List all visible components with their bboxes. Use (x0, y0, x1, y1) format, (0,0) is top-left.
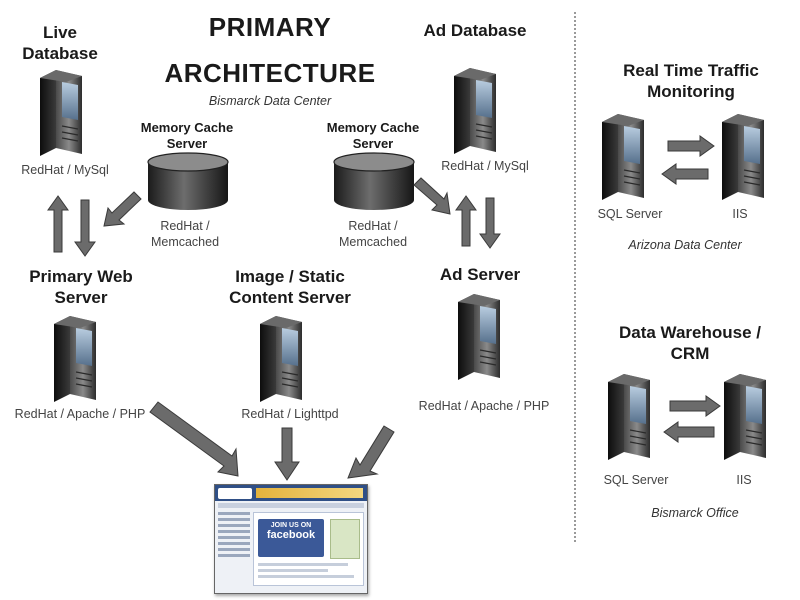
ad-server-heading: Ad Server (439, 265, 521, 284)
website-screenshot: JOIN US ON facebook (214, 484, 368, 594)
ad-server-os: RedHat / Apache / PHP (418, 399, 550, 413)
image-server-os: RedHat / Lighttpd (241, 407, 339, 421)
web-server-os: RedHat / Apache / PHP (14, 407, 146, 421)
image-server-heading: Image / Static Content Server (229, 267, 351, 307)
warehouse-sql-label: SQL Server (603, 473, 669, 487)
section-divider (574, 12, 576, 542)
traffic-location: Arizona Data Center (628, 238, 742, 252)
cache-right-heading: Memory Cache Server (326, 120, 420, 151)
site-logo (218, 487, 252, 499)
warehouse-iis-label: IIS (736, 473, 752, 487)
traffic-sql-label: SQL Server (597, 207, 663, 221)
ad-db-heading: Ad Database (423, 21, 527, 40)
diagram-title-line1: PRIMARY (208, 12, 332, 42)
cache-right-os: RedHat / Memcached (338, 219, 408, 249)
warehouse-heading: Data Warehouse / CRM (618, 323, 762, 363)
web-server-heading: Primary Web Server (29, 267, 133, 307)
live-db-heading: Live Database (22, 23, 98, 63)
traffic-iis-label: IIS (732, 207, 748, 221)
ad-db-os: RedHat / MySql (441, 159, 529, 173)
site-ad-graphic (330, 519, 360, 559)
live-db-os: RedHat / MySql (21, 163, 109, 177)
site-banner (256, 488, 363, 498)
cache-left-heading: Memory Cache Server (140, 120, 234, 151)
warehouse-location: Bismarck Office (651, 506, 739, 520)
traffic-heading: Real Time Traffic Monitoring (623, 61, 759, 101)
primary-location: Bismarck Data Center (208, 94, 332, 108)
diagram-title-line2: ARCHITECTURE (164, 58, 376, 88)
facebook-promo-graphic: JOIN US ON facebook (258, 519, 324, 557)
cache-left-os: RedHat / Memcached (150, 219, 220, 249)
